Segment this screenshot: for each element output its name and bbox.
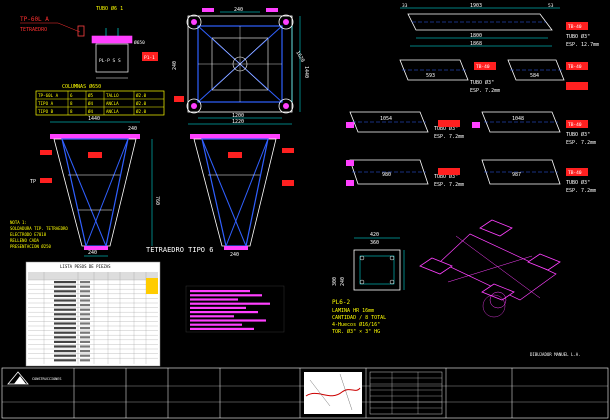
- columns-table-cell: ANCLA: [106, 101, 119, 106]
- columns-table-cell: ANCLA: [106, 109, 119, 114]
- tube4-esp-b: ESP. 7.2mm: [566, 188, 596, 194]
- plan-dim-right-outer: 1440: [303, 66, 309, 78]
- elevation-note-line: NOTA 1:: [10, 220, 27, 225]
- plate-spec-line: 4-Huecos Ø16/16": [332, 321, 380, 328]
- elevation-view: 1440 240 TP 760 240 240 TETRAEDRO TIPO 6…: [10, 116, 294, 258]
- tetra-side-tag: P1-1: [144, 55, 155, 61]
- plate-dim-side: 240: [340, 277, 346, 286]
- columns-table-cell: Ø2.0: [136, 101, 147, 106]
- columns-table-cell: TP-60L A: [38, 93, 59, 98]
- columns-table-cell: TIPO A: [38, 101, 54, 106]
- columns-table-cell: Ø2.0: [136, 109, 147, 114]
- plate-label: PL-P S S: [99, 58, 121, 64]
- plate-spec-line: CANTIDAD / 8 TOTAL: [332, 315, 386, 321]
- tube1-sub-a: 1800: [470, 33, 482, 39]
- tube2-len-b: 584: [530, 73, 539, 79]
- tube1-name: TUBO Ø3": [566, 33, 590, 40]
- tube4-esp: ESP. 7.2mm: [434, 182, 464, 188]
- elev-dim-top2: 240: [128, 126, 137, 132]
- tetra-tag: [142, 52, 158, 61]
- elev-title: TETRAEDRO TIPO 6: [146, 246, 213, 254]
- tube4-tag: TB-40: [568, 170, 582, 176]
- tube1-tag: TB-40: [568, 24, 582, 30]
- columns-table-cell: TIPO B: [38, 109, 54, 114]
- plan-dim-left: 240: [172, 61, 178, 70]
- columns-table-title: COLUMNAS Ø650: [62, 83, 101, 90]
- tube4-name: TUBO Ø3": [434, 173, 458, 180]
- tube2-tag-b: TB-40: [568, 64, 582, 70]
- tube1-len: 1903: [470, 3, 482, 9]
- tube2-name: TUBO Ø3": [470, 79, 494, 86]
- company-name: CONSTRUCCIONES: [32, 377, 62, 381]
- tetra-title: TP-60L A: [20, 16, 49, 23]
- tube3-esp-b: ESP. 7.2mm: [566, 140, 596, 146]
- elevation-note-line: RELLENO CADA: [10, 238, 39, 243]
- plan-view: 240 1200 1220 1440 1620 240: [172, 7, 309, 125]
- plate-dim-top: 420: [370, 232, 379, 238]
- weights-table-title: LISTA PESOS DE PIEZAS: [60, 264, 111, 269]
- weights-table: LISTA PESOS DE PIEZAS: [25, 261, 161, 367]
- tube3-tag: TB-40: [568, 122, 582, 128]
- tube3-len-a: 1054: [380, 116, 392, 122]
- elev-dim-top: 1440: [88, 116, 100, 122]
- elev-left-label: TP: [30, 179, 36, 185]
- elevation-note-line: PRESENTACION Ø250: [10, 244, 52, 249]
- tube4-len-a: 980: [382, 172, 391, 178]
- tube1-esp: ESP. 12.7mm: [566, 42, 599, 48]
- elev-dim-base2: 240: [230, 252, 239, 258]
- elev-dim-base: 240: [88, 250, 97, 256]
- columns-table-cell: 8: [70, 101, 73, 106]
- columns-table-cell: Ø2.0: [136, 93, 147, 98]
- plan-dim-bottom: 1200: [232, 113, 244, 119]
- tube1-dim-left: 33: [402, 3, 408, 9]
- tetra-dim-side: Ø650: [134, 39, 145, 46]
- elevation-note-line: SOLDADURA TIP. TETRAEDRO: [10, 226, 68, 231]
- columns-table-cell: Ø5: [88, 93, 94, 98]
- tube1-dim-right: 53: [548, 3, 554, 9]
- tube3-name: TUBO Ø3": [434, 125, 458, 132]
- tube3-name-b: TUBO Ø3": [566, 131, 590, 138]
- columns-table-cell: Ø4: [88, 109, 94, 114]
- elevation-note-line: ELECTRODO E7018: [10, 232, 47, 237]
- plan-dim-right-inner: 1620: [294, 50, 305, 63]
- plate-dim-top2: 360: [370, 240, 379, 246]
- columns-table-cell: 8: [70, 109, 73, 114]
- tube2-len-a: 593: [426, 73, 435, 79]
- tube1-sub-b: 1868: [470, 41, 482, 47]
- tube4-len-b: 987: [512, 172, 521, 178]
- plate-title: PL6-2: [332, 299, 350, 306]
- columns-table-cell: 6: [70, 93, 73, 98]
- plate-dim-side2: 300: [332, 277, 338, 286]
- tubes-details: 1903 33 53 1800 1868 TB-40 TUBO Ø3" ESP.…: [346, 3, 599, 194]
- plan-dim-inner: 1220: [232, 119, 244, 125]
- tetra-detail: TP-60L A TETRAEDRO TUBO Ø6 1 PL-P S S Ø6…: [20, 5, 158, 79]
- tube3-len-b: 1048: [512, 116, 524, 122]
- plate-spec-line: LAMINA HR 16mm: [332, 308, 374, 314]
- drawer-credit: DIBUJADOR MANUEL L.A.: [530, 352, 581, 357]
- title-block: CONSTRUCCIONES: [1, 367, 609, 419]
- columns-table-cell: TALLO: [106, 93, 119, 98]
- columns-table-cell: Ø4: [88, 101, 94, 106]
- tube2-tag: TB-40: [476, 64, 490, 70]
- tube3-esp: ESP. 7.2mm: [434, 134, 464, 140]
- elev-dim-height: 760: [154, 196, 160, 205]
- plate-spec-line: TOR. Ø3" × 3" HG: [332, 328, 380, 335]
- tube2-esp: ESP. 7.2mm: [470, 88, 500, 94]
- tetra-subtitle: TETRAEDRO: [20, 27, 47, 33]
- tetra-top-note: TUBO Ø6 1: [96, 5, 123, 12]
- isometric-base: DIBUJADOR MANUEL L.A.: [419, 219, 581, 357]
- tube4-name-b: TUBO Ø3": [566, 179, 590, 186]
- plan-dim-top: 240: [234, 7, 243, 13]
- magenta-bom-list: [185, 285, 285, 333]
